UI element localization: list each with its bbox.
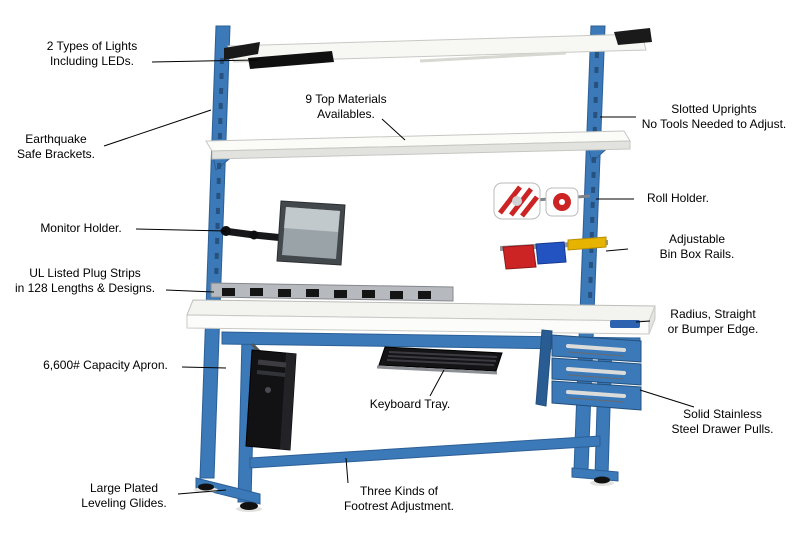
monitor-screen-glare: [284, 207, 340, 232]
leader-bin-rails: [605, 248, 629, 252]
leader-lights: [151, 59, 259, 63]
cpu-tower-side: [280, 353, 296, 450]
left-upright: [199, 25, 231, 479]
roll-core: [512, 196, 522, 206]
cpu-drive-bay: [256, 370, 286, 377]
callout-earthquake: Earthquake Safe Brackets.: [16, 132, 96, 161]
leader-top-materials: [381, 118, 406, 141]
brand-sticker: [610, 320, 640, 328]
callout-slotted-uprights: Slotted Uprights No Tools Needed to Adju…: [641, 102, 787, 131]
callout-top-materials: 9 Top Materials Availables.: [305, 92, 387, 121]
keyboard-key-row: [386, 359, 495, 366]
led-task-light: [248, 51, 334, 69]
callout-plug-strips: UL Listed Plug Strips in 128 Lengths & D…: [14, 266, 156, 295]
canopy-end-cap-right: [614, 28, 652, 45]
leader-earthquake: [103, 109, 212, 147]
left-foot-channel: [195, 477, 261, 505]
leader-edge: [635, 320, 651, 323]
leader-drawer-pulls: [639, 389, 695, 408]
worktop-right-edge: [648, 305, 656, 335]
leveling-glide: [240, 502, 258, 510]
arm-joint: [249, 230, 259, 240]
roll-stripe: [498, 185, 522, 215]
drawer-pull-shadow: [567, 397, 625, 403]
keyboard-key-row: [388, 351, 498, 358]
fluorescent-tube: [419, 51, 567, 63]
cpu-power-button: [265, 387, 271, 393]
bin-red: [502, 244, 537, 270]
leader-plug-strips: [165, 289, 215, 293]
upper-shelf-edge: [211, 140, 631, 160]
callout-lights: 2 Types of Lights Including LEDs.: [46, 39, 138, 68]
leader-keyboard-tray: [429, 369, 445, 397]
callout-edge: Radius, Straight or Bumper Edge.: [667, 307, 759, 336]
leader-lines: [103, 59, 695, 495]
callout-leveling-glides: Large Plated Leveling Glides.: [81, 481, 167, 510]
callout-monitor-holder: Monitor Holder.: [40, 221, 122, 235]
drawer-cabinet-side: [535, 329, 553, 407]
roll-label-center: [559, 199, 565, 205]
callout-bin-rails: Adjustable Bin Box Rails.: [659, 232, 735, 261]
leader-monitor-holder: [135, 228, 227, 232]
keyboard-tray-lip: [376, 365, 498, 375]
keyboard-key-row: [387, 355, 497, 362]
leader-apron: [181, 366, 227, 369]
bin-blue: [535, 241, 567, 265]
roll-stripe: [520, 195, 539, 218]
bin-rail-yellow: [567, 236, 607, 251]
right-upright-slots: [588, 51, 599, 301]
cpu-drive-bay: [257, 359, 287, 368]
leader-footrest: [345, 457, 349, 484]
drawer-pull: [566, 344, 626, 352]
leader-leveling-glides: [177, 489, 227, 495]
drawer-pull-shadow: [567, 351, 625, 357]
footrest-stretcher: [249, 435, 601, 469]
plug-strip: [210, 282, 454, 302]
leveling-glide: [594, 476, 610, 484]
callout-drawer-pulls: Solid Stainless Steel Drawer Pulls.: [671, 407, 774, 436]
callout-apron: 6,600# Capacity Apron.: [43, 358, 168, 372]
drawer-pull: [566, 367, 626, 375]
canopy-end-cap-left: [224, 42, 260, 60]
drawer-pull: [566, 390, 626, 398]
callout-footrest: Three Kinds of Footrest Adjustment.: [343, 484, 455, 513]
drawer-pull-shadow: [567, 374, 625, 380]
leveling-glide: [198, 483, 214, 491]
callout-roll-holder: Roll Holder.: [646, 191, 710, 205]
callout-keyboard-tray: Keyboard Tray.: [369, 397, 451, 411]
plug-strip-outlets: [222, 288, 431, 299]
